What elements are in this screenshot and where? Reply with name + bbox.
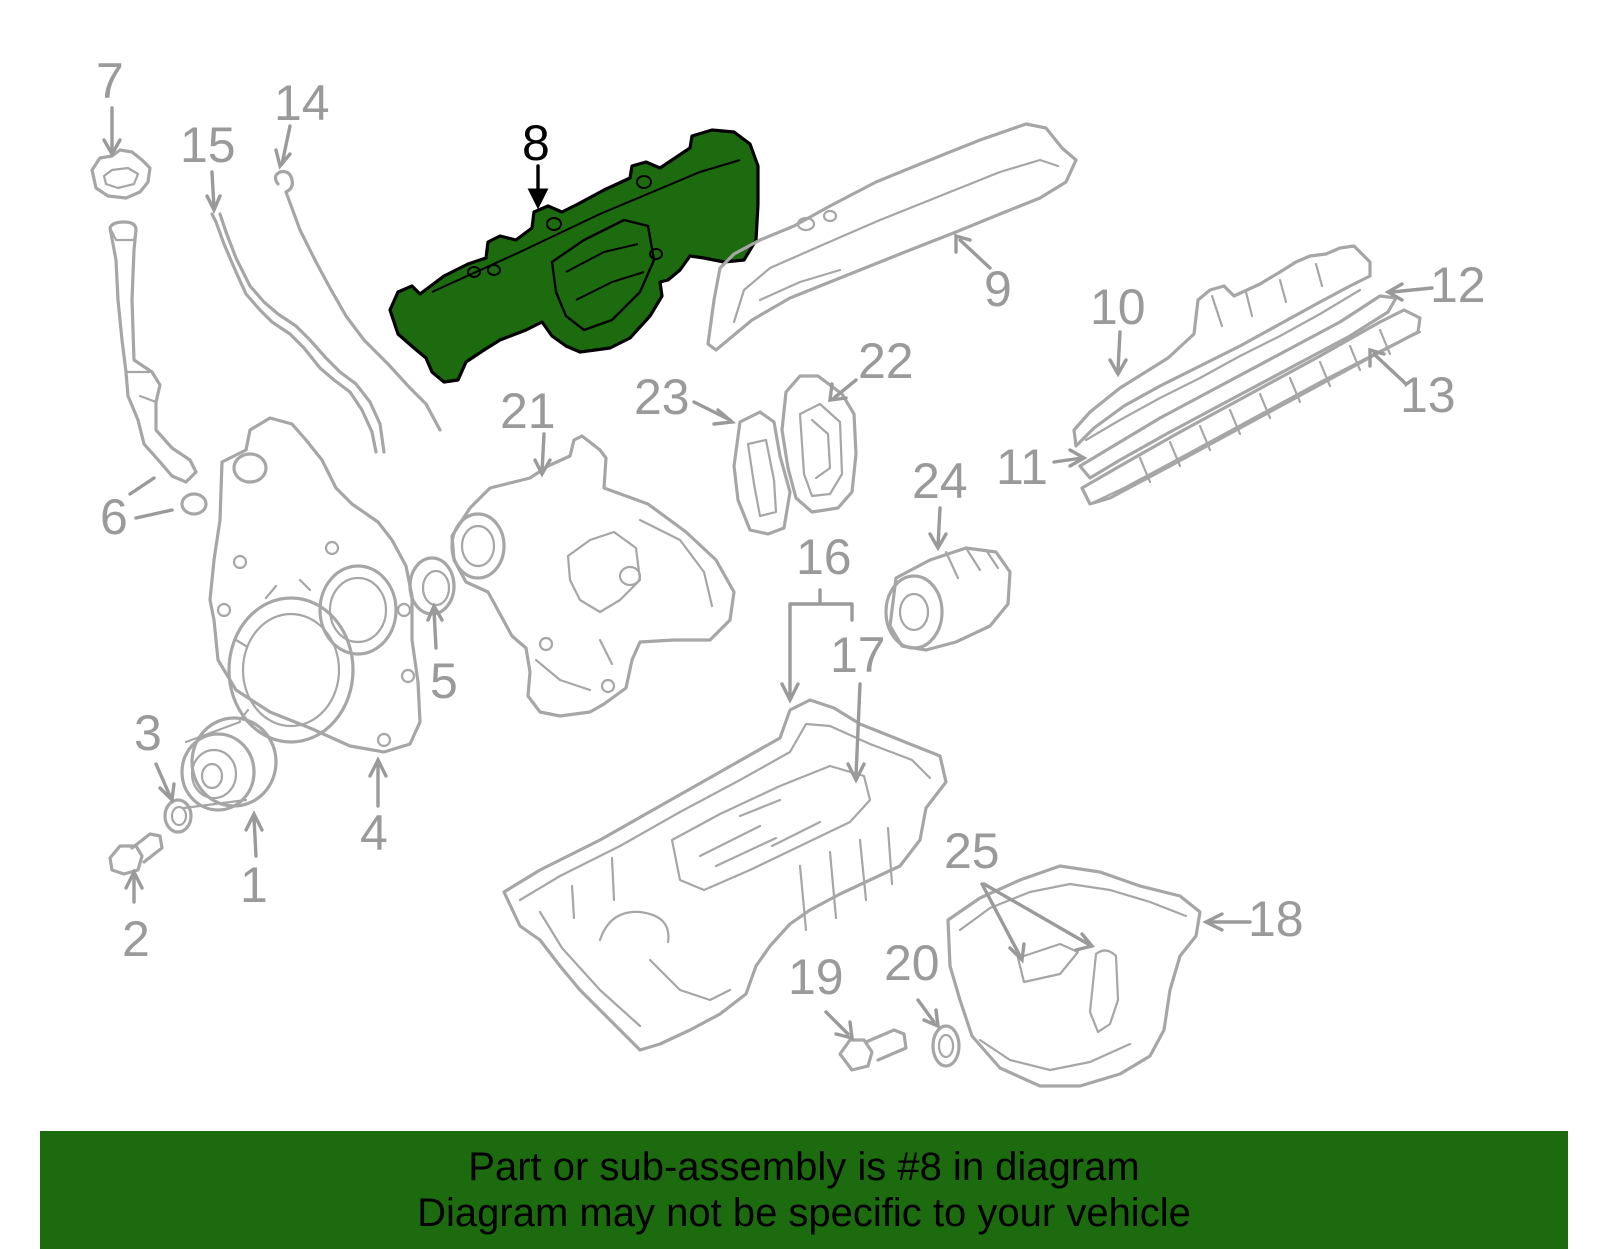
callout-23[interactable]: 23 — [634, 369, 690, 425]
part-20-washer[interactable] — [931, 1024, 961, 1068]
part-22-cover[interactable] — [780, 374, 858, 514]
callout-4[interactable]: 4 — [360, 805, 388, 861]
part-23-gasket[interactable] — [732, 410, 792, 536]
part-6-oil-filler-tube[interactable] — [108, 220, 208, 516]
callout-8-highlighted[interactable]: 8 — [522, 115, 550, 171]
callout-18[interactable]: 18 — [1248, 891, 1304, 947]
part-7-oil-filler-cap[interactable] — [90, 148, 152, 200]
callout-25[interactable]: 25 — [944, 823, 1000, 879]
part-24-oil-filter[interactable] — [884, 546, 1012, 652]
callout-1[interactable]: 1 — [240, 857, 268, 913]
callout-6[interactable]: 6 — [100, 489, 128, 545]
banner-line-part-number: Part or sub-assembly is #8 in diagram — [468, 1145, 1140, 1189]
callout-24[interactable]: 24 — [912, 453, 968, 509]
part-21-housing[interactable] — [450, 434, 736, 718]
callout-7[interactable]: 7 — [96, 53, 124, 109]
callout-13[interactable]: 13 — [1400, 367, 1456, 423]
part-12-13-intake-assembly[interactable] — [1080, 308, 1422, 506]
callout-22[interactable]: 22 — [858, 333, 914, 389]
callout-15[interactable]: 15 — [180, 117, 236, 173]
part-11-valve-cover-gasket[interactable] — [1078, 294, 1398, 480]
part-5-front-seal[interactable] — [408, 556, 456, 616]
part-18-lower-oil-pan[interactable] — [946, 864, 1202, 1088]
callout-20[interactable]: 20 — [884, 935, 940, 991]
callout-16[interactable]: 16 — [796, 529, 852, 585]
banner-line-disclaimer: Diagram may not be specific to your vehi… — [417, 1191, 1191, 1235]
part-10-valve-cover[interactable] — [1072, 244, 1372, 448]
part-1-crank-pulley[interactable] — [180, 716, 278, 812]
part-9-valve-cover-gasket[interactable] — [706, 122, 1078, 352]
callout-17[interactable]: 17 — [830, 627, 886, 683]
callout-3[interactable]: 3 — [134, 705, 162, 761]
callout-labels: 7 14 15 8 9 10 12 13 11 22 23 21 24 6 16… — [96, 53, 1486, 1005]
callout-19[interactable]: 19 — [788, 949, 844, 1005]
callout-21[interactable]: 21 — [500, 383, 556, 439]
callout-12[interactable]: 12 — [1430, 257, 1486, 313]
part-16-upper-oil-pan[interactable] — [502, 698, 948, 1052]
part-14-dipstick[interactable] — [273, 170, 442, 432]
leader-lines — [102, 106, 1434, 1041]
part-2-bolt[interactable] — [108, 832, 164, 876]
callout-5[interactable]: 5 — [430, 653, 458, 709]
part-3-washer[interactable] — [163, 798, 193, 834]
callout-9[interactable]: 9 — [984, 261, 1012, 317]
part-15-dipstick-tube[interactable] — [210, 212, 386, 454]
callout-14[interactable]: 14 — [274, 75, 330, 131]
callout-10[interactable]: 10 — [1090, 279, 1146, 335]
part-4-timing-cover[interactable] — [208, 416, 422, 754]
callout-11[interactable]: 11 — [996, 439, 1048, 495]
part-19-drain-plug[interactable] — [838, 1028, 908, 1072]
part-8-exhaust-manifold-highlighted[interactable] — [388, 128, 760, 384]
info-banner: Part or sub-assembly is #8 in diagram Di… — [40, 1131, 1568, 1249]
callout-2[interactable]: 2 — [122, 911, 150, 967]
